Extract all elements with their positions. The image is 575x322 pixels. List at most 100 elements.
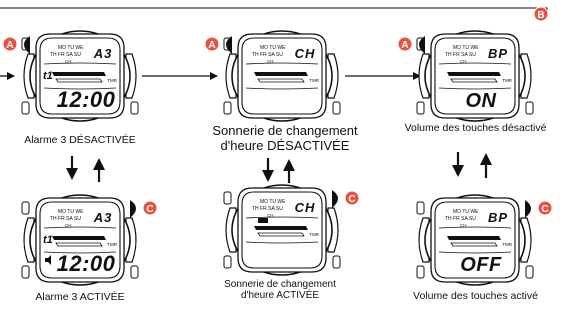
toggle-arrows-2 bbox=[262, 158, 295, 183]
side-button-lower-left bbox=[223, 101, 232, 115]
lcd-divider-top bbox=[438, 62, 512, 65]
lcd-divider-bottom bbox=[245, 241, 319, 244]
lcd-bar-lower bbox=[450, 78, 498, 83]
side-button-lower-left bbox=[21, 101, 30, 115]
lcd-divider-top bbox=[438, 226, 512, 229]
operated-button bbox=[525, 200, 531, 218]
toggle-arrows-1 bbox=[66, 156, 105, 182]
lcd-bar-upper bbox=[447, 72, 501, 76]
side-button-lower-right bbox=[332, 255, 341, 269]
lcd-bar-lower bbox=[55, 78, 103, 83]
lcd-days-row2: TH FR SA SU bbox=[445, 52, 476, 58]
lcd-ch-label: CH bbox=[460, 223, 467, 228]
lcd-divider-top bbox=[245, 216, 319, 219]
side-button-lower-left bbox=[21, 265, 30, 279]
lcd-days-row1: MO TU WE bbox=[58, 45, 84, 51]
lcd-bar-lower bbox=[257, 232, 305, 237]
operated-button bbox=[419, 36, 425, 54]
caption-key-tone-off: Volume des touches activé bbox=[413, 290, 538, 302]
button-marker-letter: C bbox=[348, 194, 355, 205]
button-marker-dot bbox=[204, 36, 220, 52]
lcd-mode-indicator: A3 bbox=[93, 46, 113, 61]
lcd-days-row2: TH FR SA SU bbox=[50, 52, 81, 58]
button-marker-letter: A bbox=[6, 40, 13, 51]
lcd-bar-upper bbox=[254, 226, 308, 230]
button-a-marker: A bbox=[204, 36, 220, 52]
side-button-lower-right bbox=[332, 101, 341, 115]
operated-button bbox=[226, 36, 232, 54]
lcd-ch-label: CH bbox=[65, 59, 72, 64]
button-c-marker: C bbox=[344, 190, 360, 206]
lcd-days-row1: MO TU WE bbox=[58, 209, 84, 215]
lcd-t1-indicator: t1 bbox=[43, 70, 53, 82]
lcd-mode-indicator: CH bbox=[295, 46, 316, 61]
lcd-days-row2: TH FR SA SU bbox=[252, 52, 283, 58]
lcd-sound-icon bbox=[45, 255, 51, 265]
button-marker-letter: C bbox=[541, 204, 548, 215]
side-button-lower-right bbox=[130, 101, 139, 115]
lcd-divider-bottom bbox=[43, 251, 117, 254]
caption-key-tone-on: Volume des touches désactivé bbox=[404, 122, 547, 134]
side-button-lower-left bbox=[223, 255, 232, 269]
lcd-main-display: 12:00 bbox=[57, 251, 116, 276]
lcd-divider-top bbox=[43, 62, 117, 65]
lcd-days-row1: MO TU WE bbox=[260, 199, 286, 205]
lcd-tmr-label: TMR bbox=[309, 232, 319, 237]
lcd-ch-label: CH bbox=[460, 59, 467, 64]
button-marker-dot bbox=[397, 36, 413, 52]
lcd-tmr-label: TMR bbox=[107, 78, 117, 83]
b-button-connector bbox=[0, 7, 548, 14]
side-button-lower-right bbox=[130, 265, 139, 279]
lcd-tmr-label: TMR bbox=[502, 242, 512, 247]
operated-button bbox=[24, 36, 30, 54]
button-marker-letter: C bbox=[146, 204, 153, 215]
lcd-mode-indicator: CH bbox=[295, 200, 316, 215]
button-marker-dot bbox=[142, 200, 158, 216]
lcd-t1-indicator: t1 bbox=[43, 234, 53, 246]
lcd-divider-top bbox=[245, 62, 319, 65]
lcd-mode-indicator: BP bbox=[488, 210, 508, 225]
lcd-tmr-label: TMR bbox=[309, 78, 319, 83]
side-button-lower-left bbox=[416, 101, 425, 115]
toggle-arrows-3 bbox=[452, 152, 492, 178]
lcd-divider-bottom bbox=[438, 87, 512, 90]
lcd-bar-upper bbox=[52, 72, 106, 76]
lcd-days-row2: TH FR SA SU bbox=[252, 206, 283, 212]
lcd-divider-bottom bbox=[43, 87, 117, 90]
button-a-marker: A bbox=[397, 36, 413, 52]
lcd-tmr-label: TMR bbox=[502, 78, 512, 83]
lcd-days-row1: MO TU WE bbox=[260, 45, 286, 51]
button-marker-letter: A bbox=[401, 40, 408, 51]
caption-alarm3-on: Alarme 3 ACTIVÉE bbox=[35, 291, 125, 303]
button-a-marker: A bbox=[2, 36, 18, 52]
side-button-lower-right bbox=[525, 265, 534, 279]
button-marker-letter: A bbox=[208, 40, 215, 51]
lcd-divider-top bbox=[43, 226, 117, 229]
lcd-bar-lower bbox=[257, 78, 305, 83]
svg-text:B: B bbox=[537, 10, 544, 21]
lcd-tmr-label: TMR bbox=[107, 242, 117, 247]
lcd-days-row1: MO TU WE bbox=[453, 209, 479, 215]
button-marker-dot bbox=[2, 36, 18, 52]
button-c-marker: C bbox=[537, 200, 553, 216]
button-marker-dot bbox=[344, 190, 360, 206]
lcd-bar-upper bbox=[254, 72, 308, 76]
lcd-main-display: ON bbox=[466, 90, 497, 112]
lcd-mode-indicator: A3 bbox=[93, 210, 113, 225]
lcd-chime-icon bbox=[258, 218, 268, 223]
side-button-upper-left bbox=[416, 201, 425, 215]
side-button-lower-left bbox=[416, 265, 425, 279]
button-c-marker: C bbox=[142, 200, 158, 216]
lcd-mode-indicator: BP bbox=[488, 46, 508, 61]
button-b-marker: B bbox=[533, 6, 549, 22]
lcd-ch-label: CH bbox=[65, 223, 72, 228]
lcd-main-display: 12:00 bbox=[57, 87, 116, 112]
lcd-bar-upper bbox=[447, 236, 501, 240]
